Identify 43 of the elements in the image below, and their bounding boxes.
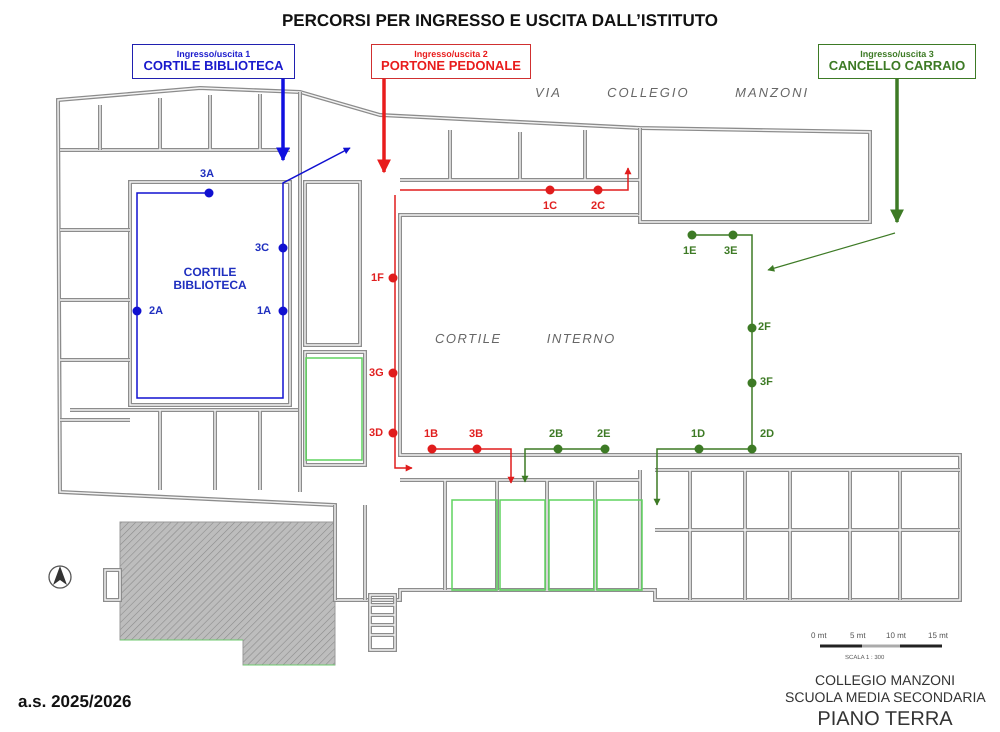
entrance-arrow xyxy=(276,79,290,162)
point-label: 1A xyxy=(257,305,272,318)
school-year: a.s. 2025/2026 xyxy=(18,693,132,712)
point-label: 1C xyxy=(543,200,558,212)
point-label: 3E xyxy=(724,245,738,258)
point-label: 1F xyxy=(371,272,384,284)
scale-label: 0 mt xyxy=(811,632,827,641)
entrance-label: Ingresso/uscita 1 xyxy=(176,48,250,60)
point-label: 3C xyxy=(255,242,270,254)
school-type: SCUOLA MEDIA SECONDARIA xyxy=(785,690,985,706)
entrance-arrow xyxy=(890,79,904,224)
point-label: 2C xyxy=(591,200,606,212)
entrance-name: PORTONE PEDONALE xyxy=(381,59,521,74)
point-label: 1B xyxy=(424,428,438,440)
point-label: 3D xyxy=(369,427,384,440)
point-label: 2E xyxy=(597,428,610,440)
school-name: COLLEGIO MANZONI xyxy=(814,673,956,688)
scale-label: 10 mt xyxy=(886,632,906,641)
entrance-box xyxy=(371,44,531,79)
point-label: 2A xyxy=(149,305,164,318)
floor-name: PIANO TERRA xyxy=(816,708,954,730)
street-name: VIA COLLEGIO MANZONI xyxy=(535,86,810,100)
entrance-name: CANCELLO CARRAIO xyxy=(828,59,966,74)
courtyard-name: CORTILE BIBLIOTECA xyxy=(172,266,248,292)
entrance-label: Ingresso/uscita 2 xyxy=(414,48,488,60)
scale-label: 15 mt xyxy=(928,632,948,641)
point-label: 2D xyxy=(760,428,774,440)
point-label: 3A xyxy=(200,168,214,180)
entrance-box xyxy=(132,44,295,79)
scale-label: 5 mt xyxy=(850,632,866,641)
point-label: 3F xyxy=(760,376,773,388)
point-label: 2F xyxy=(758,321,771,334)
point-label: 1E xyxy=(683,245,696,258)
point-label: 3G xyxy=(369,367,384,380)
point-label: 3B xyxy=(469,428,484,440)
entrance-box xyxy=(818,44,976,79)
title: PERCORSI PER INGRESSO E USCITA DALL’ISTITUTO xyxy=(280,12,720,31)
entrance-name: CORTILE BIBLIOTECA xyxy=(143,59,284,74)
point-label: 2B xyxy=(549,428,564,440)
courtyard-name: CORTILE INTERNO xyxy=(435,332,616,346)
entrance-label: Ingresso/uscita 3 xyxy=(860,48,934,60)
point-label: 1D xyxy=(691,428,706,440)
entrance-arrow xyxy=(377,79,391,174)
